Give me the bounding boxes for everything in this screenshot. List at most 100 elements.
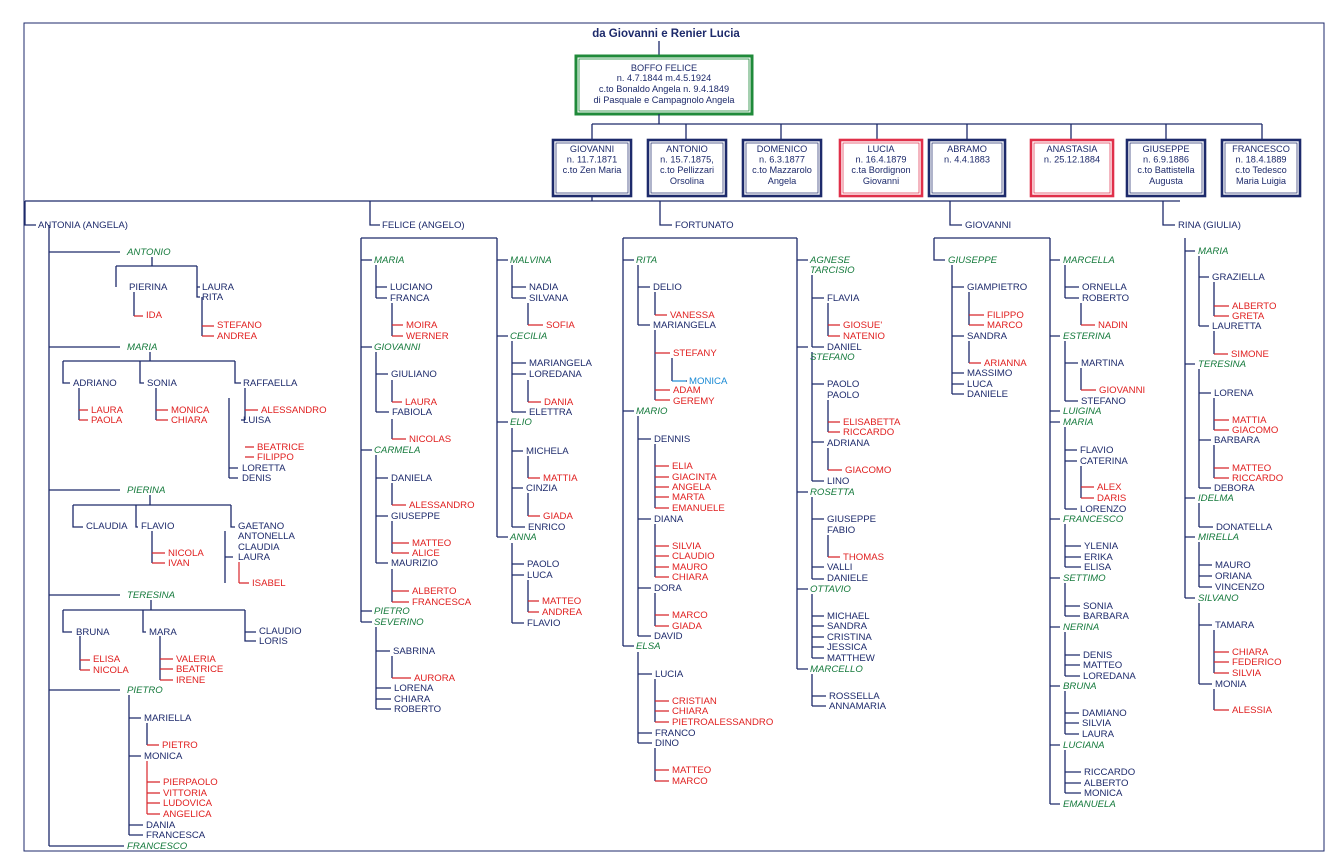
person-name: LUDOVICA <box>163 798 213 809</box>
connector <box>360 237 508 623</box>
person-name: DENIS <box>1083 650 1112 661</box>
person-name: ELISA <box>93 654 121 665</box>
person-name: MONIA <box>1215 679 1247 690</box>
person-name: DELIO <box>653 282 682 293</box>
person-name: PIETRO <box>374 606 410 617</box>
person-name: DAVID <box>654 631 683 642</box>
person-name: FILIPPO <box>257 452 294 463</box>
person-name: DINO <box>655 738 679 749</box>
person-name: DIANA <box>654 514 684 525</box>
person-name: MASSIMO <box>967 368 1012 379</box>
person-name: MAURO <box>1215 560 1251 571</box>
person-name: BEATRICE <box>257 442 304 453</box>
person-name: ANTONIO <box>126 247 171 258</box>
person-name: ELISA <box>1084 562 1112 573</box>
person-name: CHIARA <box>171 415 208 426</box>
connector <box>146 744 160 815</box>
person-name: RINA (GIULIA) <box>1178 220 1241 231</box>
connector <box>48 225 124 847</box>
person-name: MAURIZIO <box>391 558 438 569</box>
person-name: MARIELLA <box>144 713 192 724</box>
person-name: LOREDANA <box>1083 671 1136 682</box>
root-line: di Pasquale e Campagnolo Angela <box>594 95 736 105</box>
person-name: MONICA <box>144 751 183 762</box>
person-name: VANESSA <box>670 310 715 321</box>
person-name: FRANCA <box>390 293 430 304</box>
person-name: MARTINA <box>1081 358 1125 369</box>
person-name: STEFANO <box>217 320 262 331</box>
child-box-line: Giovanni <box>863 176 899 186</box>
person-name: BARBARA <box>1214 435 1260 446</box>
child-box-line: DOMENICO <box>757 144 808 154</box>
person-name: MATTEO <box>542 596 581 607</box>
person-name: PAOLA <box>91 415 123 426</box>
person-name: GEREMY <box>673 396 715 407</box>
person-name: LAURA <box>202 282 235 293</box>
diagram-frame <box>23 22 1325 852</box>
person-name: ELIO <box>510 417 532 428</box>
person-name: SIMONE <box>1231 349 1269 360</box>
person-name: MATTHEW <box>827 653 876 664</box>
person-name: ALBERTO <box>1232 301 1276 312</box>
person-name: TARCISIO <box>810 265 855 276</box>
connector <box>1184 238 1215 710</box>
person-name: FRANCESCO <box>127 841 188 852</box>
person-name: LORENZO <box>1080 504 1126 515</box>
child-box-line: n. 6.9.1886 <box>1143 155 1189 165</box>
person-name: LAURA <box>1082 729 1115 740</box>
person-name: AGNESE <box>809 255 851 266</box>
person-name: MARIA <box>127 342 157 353</box>
person-name: PIETROALESSANDRO <box>672 717 773 728</box>
connector <box>62 600 256 680</box>
person-name: MALVINA <box>510 255 552 266</box>
person-name: THOMAS <box>843 552 884 563</box>
connector <box>933 237 1060 805</box>
person-name: RICCARDO <box>1084 767 1135 778</box>
person-name: MARCO <box>987 320 1023 331</box>
child-box-line: n. 6.3.1877 <box>759 155 805 165</box>
person-name: ROBERTO <box>394 704 441 715</box>
child-box-line: ANTONIO <box>666 144 708 154</box>
connector <box>951 265 1082 794</box>
person-name: ENRICO <box>528 522 565 533</box>
child-box-line: n. 18.4.1889 <box>1235 155 1286 165</box>
person-name: LORENA <box>394 683 434 694</box>
person-name: DEBORA <box>1214 483 1255 494</box>
person-name: SILVIA <box>672 541 702 552</box>
person-name: ELSA <box>636 641 661 652</box>
child-box-line: c.to Pellizzari <box>660 165 714 175</box>
person-name: GRAZIELLA <box>1212 272 1265 283</box>
person-name: PAOLO <box>827 379 859 390</box>
person-name: FABIOLA <box>392 407 433 418</box>
person-name: SILVIA <box>1082 718 1112 729</box>
person-name: MARA <box>149 627 177 638</box>
person-name: GIOSUE' <box>843 320 882 331</box>
child-box-line: Maria Luigia <box>1236 176 1287 186</box>
diagram-title: da Giovanni e Renier Lucia <box>592 28 740 40</box>
person-name: GIAMPIETRO <box>967 282 1027 293</box>
person-name: DANIELE <box>967 389 1008 400</box>
person-name: CATERINA <box>1080 456 1128 467</box>
person-name: AURORA <box>414 673 456 684</box>
connector <box>1214 305 1229 711</box>
person-name: ANGELICA <box>163 809 212 820</box>
person-name: IDA <box>146 310 163 321</box>
person-name: MONICA <box>689 376 728 387</box>
person-name: CHIARA <box>672 572 709 583</box>
person-name: ALESSANDRO <box>261 405 327 416</box>
person-name: WERNER <box>406 331 449 342</box>
connector <box>655 314 670 782</box>
person-name: STEFANY <box>673 348 717 359</box>
person-name: FLAVIO <box>527 618 560 629</box>
connector <box>828 324 842 558</box>
child-box-line: n. 16.4.1879 <box>855 155 906 165</box>
person-name: GIACOMO <box>845 465 891 476</box>
person-name: FRANCESCA <box>146 830 206 841</box>
person-name: YLENIA <box>1084 541 1119 552</box>
person-name: SANDRA <box>827 621 868 632</box>
person-name: DONATELLA <box>1216 522 1273 533</box>
person-name: VINCENZO <box>1215 582 1265 593</box>
